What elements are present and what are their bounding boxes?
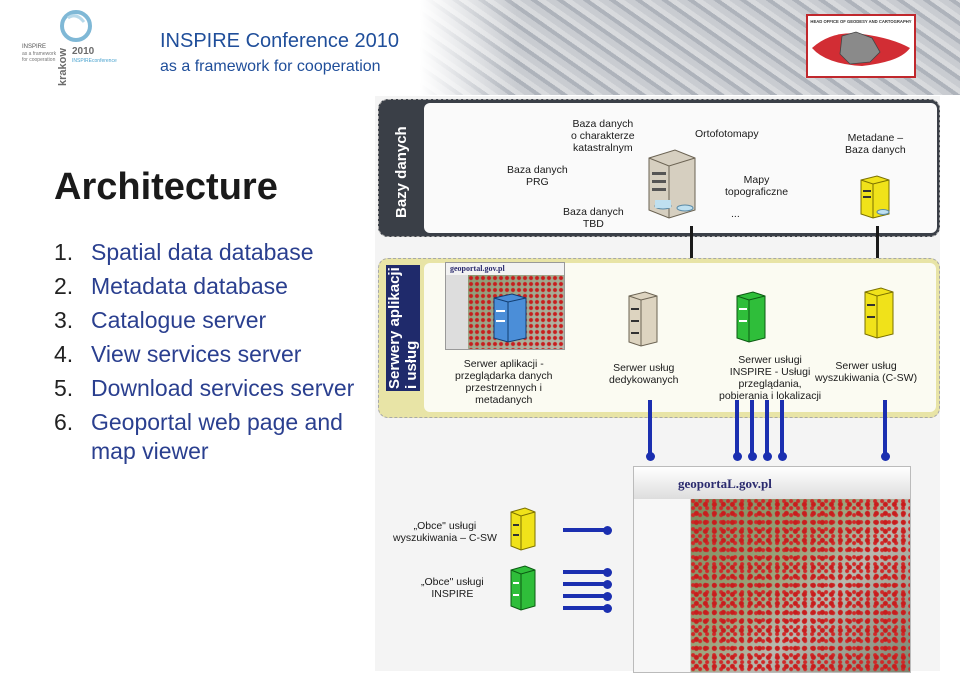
gugik-logo: HEAD OFFICE OF GEODESY AND CARTOGRAPHY bbox=[806, 14, 916, 78]
list-number: 2. bbox=[54, 273, 74, 299]
viewer-map bbox=[691, 499, 910, 672]
connector-dot bbox=[778, 452, 787, 461]
service-connector bbox=[648, 400, 652, 456]
list-item: 6. Geoportal web page and map viewer bbox=[54, 408, 364, 466]
list-item: 1. Spatial data database bbox=[54, 238, 364, 267]
architecture-diagram: Bazy danych Baza danych o charakterze ka… bbox=[375, 96, 940, 673]
connector-dot bbox=[763, 452, 772, 461]
external-connector bbox=[563, 570, 607, 574]
logo-line: INSPIRE bbox=[22, 44, 46, 50]
logo-line: krakow bbox=[57, 48, 69, 86]
logo-line: 2010 bbox=[72, 46, 95, 57]
label-cadastral-db: Baza danych o charakterze katastralnym bbox=[571, 118, 635, 154]
databases-band-title: Bazy danych bbox=[393, 126, 410, 218]
list-number: 1. bbox=[54, 239, 74, 265]
logo-line: as a framework bbox=[22, 51, 57, 57]
label-external-csw: „Obce" usługi wyszukiwania – C-SW bbox=[393, 520, 497, 544]
connector-dot bbox=[603, 526, 612, 535]
connector-dot bbox=[881, 452, 890, 461]
label-dedicated-server: Serwer usług dedykowanych bbox=[609, 362, 679, 386]
database-server-icon bbox=[641, 148, 701, 225]
list-number: 6. bbox=[54, 409, 74, 435]
connector-dot bbox=[733, 452, 742, 461]
connector-dot bbox=[603, 592, 612, 601]
architecture-list: 1. Spatial data database 2. Metadata datab… bbox=[54, 238, 364, 471]
connector-dot bbox=[646, 452, 655, 461]
label-csw-server: Serwer usług wyszukiwania (C-SW) bbox=[815, 360, 918, 384]
external-connector bbox=[563, 594, 607, 598]
external-csw-server-icon bbox=[507, 506, 539, 557]
list-text: View services server bbox=[91, 341, 302, 367]
service-connector bbox=[735, 400, 739, 456]
service-connector bbox=[750, 400, 754, 456]
label-inspire-server: Serwer usługi INSPIRE - Usługi przegląda… bbox=[719, 354, 822, 402]
service-connector bbox=[883, 400, 887, 456]
viewer-sidebar bbox=[634, 499, 691, 672]
label-topo-maps: Mapy topograficzne bbox=[725, 174, 789, 198]
mini-viewer-logo: geoportal.gov.pl bbox=[450, 264, 505, 273]
service-connector bbox=[765, 400, 769, 456]
external-connector bbox=[563, 528, 607, 532]
conference-logo: INSPIRE as a framework for cooperation k… bbox=[18, 6, 138, 90]
list-text: Download services server bbox=[91, 375, 355, 401]
gugik-logo-text: HEAD OFFICE OF GEODESY AND CARTOGRAPHY bbox=[810, 19, 911, 24]
list-number: 4. bbox=[54, 341, 74, 367]
logo-line: for cooperation bbox=[22, 57, 56, 63]
viewer-logo: geoportaL.gov.pl bbox=[678, 476, 772, 491]
csw-server-icon bbox=[861, 286, 897, 345]
connector-dot bbox=[748, 452, 757, 461]
label-tbd-db: Baza danych TBD bbox=[563, 206, 624, 230]
list-number: 5. bbox=[54, 375, 74, 401]
conference-subtitle: as a framework for cooperation bbox=[160, 58, 381, 75]
logo-line: INSPIREconference bbox=[72, 58, 117, 64]
conference-title: INSPIRE Conference 2010 bbox=[160, 30, 400, 52]
list-text: Catalogue server bbox=[91, 307, 267, 333]
metadata-server-icon bbox=[857, 174, 893, 225]
list-text: Spatial data database bbox=[91, 239, 314, 265]
connector-dot bbox=[603, 580, 612, 589]
inspire-server-icon bbox=[733, 290, 769, 349]
servers-band-title: Serwery aplikacji i usług bbox=[386, 265, 420, 391]
external-connector bbox=[563, 582, 607, 586]
list-item: 2. Metadata database bbox=[54, 272, 364, 301]
connector-dot bbox=[603, 604, 612, 613]
label-metadata-db: Metadane – Baza danych bbox=[845, 132, 906, 156]
list-text: Geoportal web page and map viewer bbox=[91, 409, 343, 464]
external-inspire-server-icon bbox=[507, 564, 539, 617]
list-item: 4. View services server bbox=[54, 340, 364, 369]
connector-line bbox=[690, 226, 693, 276]
service-connector bbox=[780, 400, 784, 456]
dedicated-server-icon bbox=[625, 290, 661, 353]
label-prg-db: Baza danych PRG bbox=[507, 164, 568, 188]
external-connector bbox=[563, 606, 607, 610]
viewer-header: geoportaL.gov.pl bbox=[634, 467, 910, 499]
label-orthophoto: Ortofotomapy bbox=[695, 128, 759, 140]
app-server-icon bbox=[490, 292, 530, 349]
list-item: 3. Catalogue server bbox=[54, 306, 364, 335]
slide-title: Architecture bbox=[54, 166, 278, 208]
list-text: Metadata database bbox=[91, 273, 288, 299]
label-external-inspire: „Obce" usługi INSPIRE bbox=[421, 576, 484, 600]
connector-line bbox=[876, 226, 879, 274]
label-app-server: Serwer aplikacji - przeglądarka danych p… bbox=[455, 358, 553, 406]
geoportal-viewer-screenshot: geoportaL.gov.pl bbox=[633, 466, 911, 673]
list-item: 5. Download services server bbox=[54, 374, 364, 403]
connector-dot bbox=[603, 568, 612, 577]
label-more: ... bbox=[731, 208, 740, 220]
list-number: 3. bbox=[54, 307, 74, 333]
